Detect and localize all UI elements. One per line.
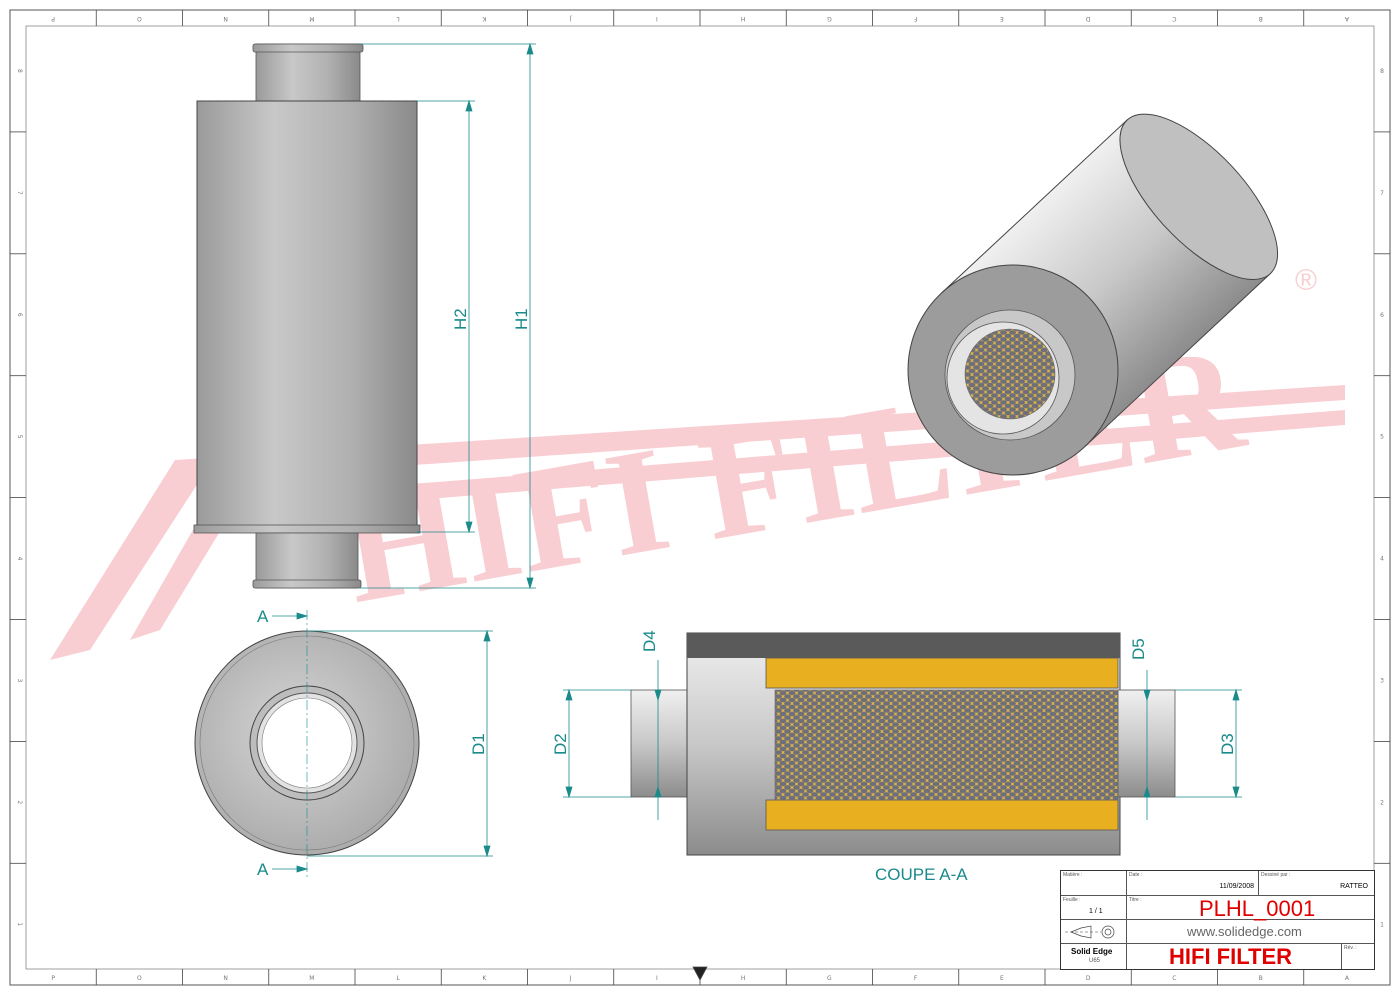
front-view: H1 H2 bbox=[193, 42, 536, 590]
column-label-bottom: J bbox=[569, 975, 572, 982]
software-version: U65 bbox=[1089, 958, 1101, 964]
column-label-bottom: K bbox=[482, 975, 487, 982]
column-label-top: P bbox=[51, 15, 55, 22]
date-label: Date : bbox=[1129, 872, 1143, 878]
sheet-label: Feuille : bbox=[1063, 897, 1081, 903]
sheet-cell: Feuille : 1 / 1 bbox=[1061, 896, 1127, 920]
column-label-top: L bbox=[396, 15, 400, 22]
section-marker-bottom: A bbox=[257, 860, 269, 879]
row-label-right: 8 bbox=[1380, 68, 1384, 75]
title-cell: Titre : PLHL_0001 bbox=[1127, 896, 1374, 921]
column-label-top: I bbox=[656, 15, 658, 22]
row-label-left: 7 bbox=[16, 191, 23, 195]
column-label-bottom: B bbox=[1259, 975, 1263, 982]
section-marker-top: A bbox=[257, 607, 269, 626]
bottom-view: A A D1 bbox=[194, 607, 493, 879]
column-label-top: K bbox=[481, 15, 486, 22]
website-text: www.solidedge.com bbox=[1187, 924, 1302, 939]
row-label-right: 6 bbox=[1380, 312, 1384, 319]
drawing-title: PLHL_0001 bbox=[1199, 896, 1316, 921]
dimension-d1: D1 bbox=[469, 733, 488, 755]
dimension-d2: D2 bbox=[551, 733, 570, 755]
date-value: 11/09/2008 bbox=[1219, 883, 1254, 890]
revision-cell: Rév. : bbox=[1342, 944, 1374, 969]
row-label-left: 8 bbox=[16, 69, 23, 73]
column-label-bottom: H bbox=[741, 975, 746, 982]
column-label-top: D bbox=[1085, 15, 1090, 22]
column-label-bottom: I bbox=[656, 975, 658, 982]
column-label-bottom: P bbox=[51, 975, 55, 982]
column-label-top: O bbox=[137, 15, 142, 22]
column-label-top: J bbox=[570, 15, 573, 22]
row-label-right: 1 bbox=[1380, 921, 1384, 928]
column-label-bottom: A bbox=[1345, 975, 1350, 982]
dimension-h2: H2 bbox=[451, 308, 470, 330]
column-label-bottom: O bbox=[137, 975, 142, 982]
section-view: D2 D3 D4 D5 COUPE A-A bbox=[551, 630, 1242, 884]
row-label-right: 5 bbox=[1380, 434, 1384, 441]
row-label-left: 6 bbox=[16, 313, 23, 317]
section-caption: COUPE A-A bbox=[875, 865, 968, 884]
row-label-left: 4 bbox=[16, 557, 23, 561]
column-label-top: B bbox=[1259, 15, 1263, 22]
column-label-bottom: N bbox=[223, 975, 228, 982]
projection-cell bbox=[1061, 920, 1127, 944]
dimension-d5: D5 bbox=[1129, 638, 1148, 660]
column-label-top: H bbox=[741, 15, 746, 22]
column-label-bottom: G bbox=[827, 975, 832, 982]
title-block: Matière : Date : 11/09/2008 Dessiné par … bbox=[1060, 870, 1375, 970]
column-label-top: C bbox=[1172, 15, 1176, 22]
title-label: Titre : bbox=[1129, 897, 1142, 903]
sheet-value: 1 / 1 bbox=[1089, 908, 1103, 915]
row-label-right: 3 bbox=[1380, 677, 1384, 684]
column-label-top: E bbox=[1000, 15, 1004, 22]
dimension-h1: H1 bbox=[512, 308, 531, 330]
column-label-bottom: F bbox=[914, 975, 918, 982]
row-label-left: 1 bbox=[16, 922, 23, 926]
row-label-right: 4 bbox=[1380, 556, 1384, 563]
column-label-top: M bbox=[309, 15, 314, 22]
column-label-top: F bbox=[913, 15, 917, 22]
company-cell: HIFI FILTER bbox=[1127, 944, 1342, 969]
date-cell: Date : 11/09/2008 bbox=[1127, 871, 1259, 896]
sheet-frame: P P O O N N M M L L K K J J I I H H G G F F E E D D C C B B A A 8 8 7 7 6 6 5 5… bbox=[9, 9, 1391, 986]
dimension-d4: D4 bbox=[640, 630, 659, 652]
row-label-right: 2 bbox=[1380, 799, 1384, 806]
material-cell: Matière : bbox=[1061, 871, 1127, 896]
row-label-left: 2 bbox=[16, 800, 23, 804]
column-label-bottom: C bbox=[1172, 975, 1176, 982]
row-label-left: 5 bbox=[16, 435, 23, 439]
column-label-top: G bbox=[827, 15, 832, 22]
drawn-by-label: Dessiné par : bbox=[1261, 872, 1291, 878]
column-label-top: A bbox=[1344, 15, 1349, 22]
column-label-bottom: L bbox=[396, 975, 400, 982]
company-name: HIFI FILTER bbox=[1169, 944, 1293, 969]
center-mark-icon bbox=[692, 966, 708, 981]
column-label-bottom: E bbox=[1000, 975, 1004, 982]
drawn-by-cell: Dessiné par : RATTEO bbox=[1259, 871, 1374, 896]
dimension-d3: D3 bbox=[1218, 733, 1237, 755]
software-cell: Solid Edge U65 bbox=[1061, 944, 1127, 969]
row-label-left: 3 bbox=[16, 679, 23, 683]
column-label-top: N bbox=[223, 15, 228, 22]
watermark-registered: ® bbox=[1295, 264, 1317, 297]
website-cell: www.solidedge.com bbox=[1127, 920, 1374, 944]
drawn-by-value: RATTEO bbox=[1340, 883, 1368, 890]
isometric-view bbox=[907, 113, 1279, 476]
column-label-bottom: M bbox=[309, 975, 314, 982]
row-label-right: 7 bbox=[1380, 190, 1384, 197]
revision-label: Rév. : bbox=[1344, 945, 1357, 951]
column-label-bottom: D bbox=[1086, 975, 1091, 982]
software-name: Solid Edge bbox=[1071, 947, 1113, 956]
material-label: Matière : bbox=[1063, 872, 1083, 878]
projection-symbol-icon bbox=[1065, 925, 1115, 939]
